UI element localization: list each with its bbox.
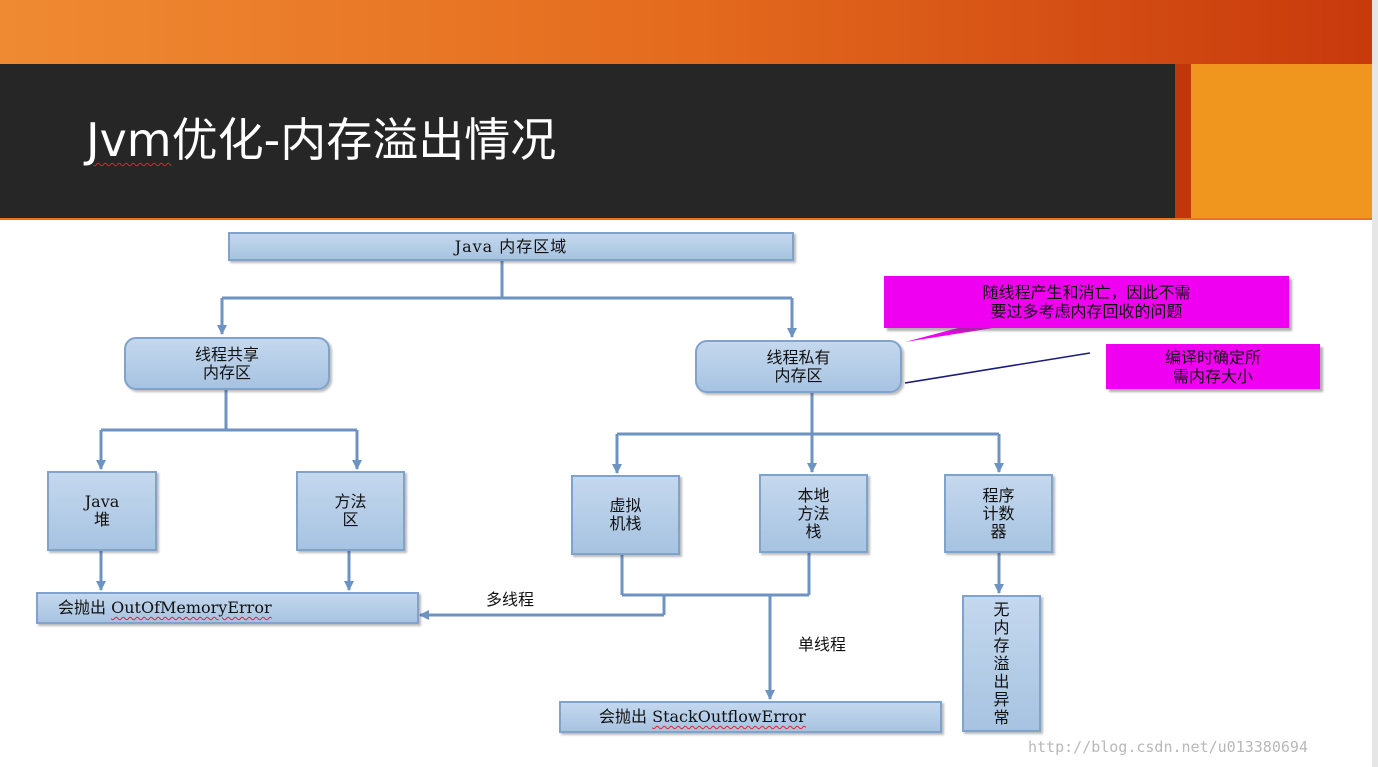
title-underline <box>0 218 1372 220</box>
program-counter-box: 程序 计数 器 <box>944 474 1053 553</box>
soe-name: StackOutflowError <box>652 707 806 726</box>
method-area-box: 方法 区 <box>296 471 405 551</box>
accent-strip-red <box>1175 64 1191 218</box>
multi-thread-label: 多线程 <box>486 590 535 609</box>
oom-name: OutOfMemoryError <box>111 598 272 617</box>
soe-error-box: 会抛出 StackOutflowError <box>559 701 942 733</box>
note-compile-size: 编译时确定所 需内存大小 <box>1106 344 1320 389</box>
soe-prefix: 会抛出 <box>599 707 648 726</box>
shared-memory-box: 线程共享 内存区 <box>124 337 330 390</box>
vm-stack-box: 虚拟 机栈 <box>571 475 680 555</box>
title-bar <box>0 64 1175 218</box>
no-overflow-box: 无 内 存 溢 出 异 常 <box>962 595 1041 732</box>
note-private-lifecycle: 随线程产生和消亡，因此不需 要过多考虑内存回收的问题 <box>884 276 1289 328</box>
single-thread-label: 单线程 <box>798 635 847 654</box>
slide-title-text: 优化-内存溢出情况 <box>171 113 557 167</box>
slide-right-edge <box>1372 0 1378 767</box>
java-heap-box: Java 堆 <box>47 471 157 551</box>
oom-error-box: 会抛出 OutOfMemoryError <box>36 592 419 624</box>
accent-block-orange <box>1191 64 1372 218</box>
slide-title: Jvm优化-内存溢出情况 <box>86 108 556 172</box>
root-box: Java 内存区域 <box>228 232 794 261</box>
oom-prefix: 会抛出 <box>58 598 107 617</box>
top-decorative-band <box>0 0 1372 64</box>
private-memory-box: 线程私有 内存区 <box>695 340 902 393</box>
watermark-url: http://blog.csdn.net/u013380694 <box>1028 738 1308 756</box>
slide-title-prefix: Jvm <box>86 113 172 167</box>
native-method-stack-box: 本地 方法 栈 <box>759 474 868 553</box>
callout-pointer <box>905 328 993 342</box>
callout-line <box>904 352 1091 384</box>
